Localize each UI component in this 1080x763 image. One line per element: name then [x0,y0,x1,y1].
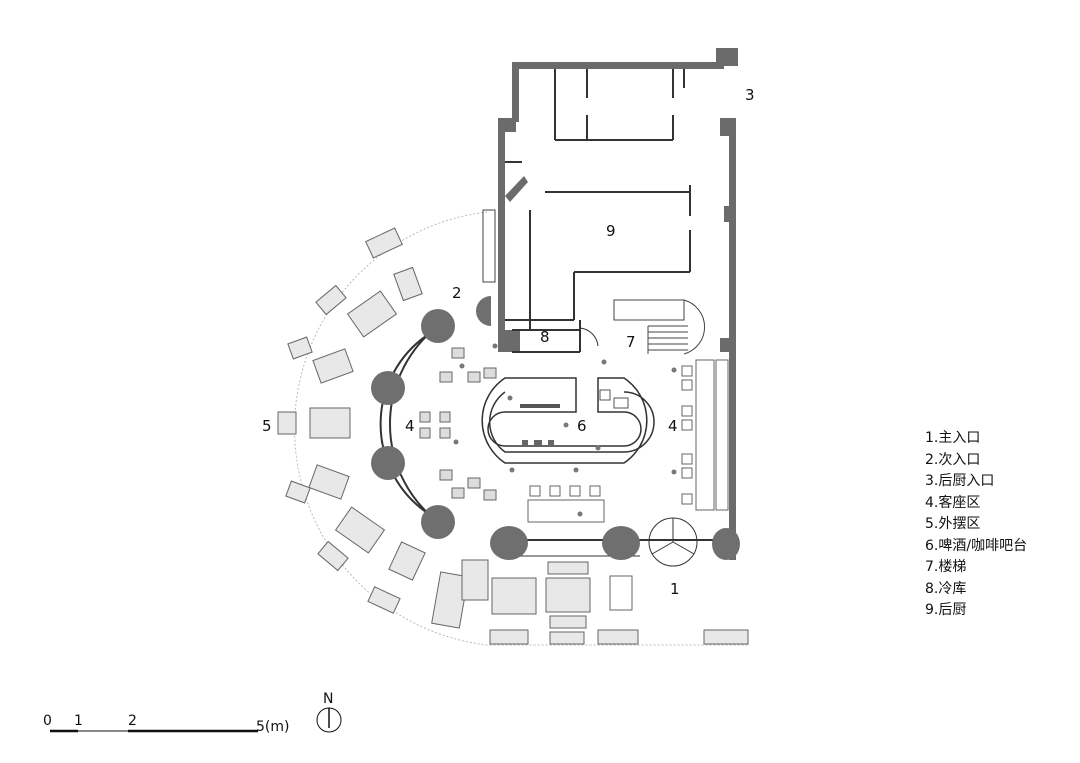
north-arrow-icon: N [316,691,342,733]
legend-item: 3.后厨入口 [925,473,995,489]
label-5: 5 [262,417,272,435]
label-2: 2 [452,284,462,302]
legend-item: 7.楼梯 [925,559,967,575]
seating-ring [379,325,439,523]
legend: 1.主入口 2.次入口 3.后厨入口 4.客座区 5.外摆区 6.啤酒/咖啡吧台… [925,428,1027,622]
side-window [482,209,496,283]
label-4-right: 4 [668,417,678,435]
front-seating [527,485,605,523]
columns [371,296,740,560]
label-7: 7 [626,333,636,351]
pendant-dots [453,343,677,517]
bar-equipment [522,389,629,445]
legend-item: 4.客座区 [925,494,981,511]
bar-shelf [520,404,560,408]
ring-chairs [419,347,497,501]
scale-tick-0: 0 [43,713,52,729]
label-6: 6 [577,417,587,435]
legend-item: 8.冷库 [925,580,967,597]
revolving-door [648,517,698,567]
legend-item: 9.后厨 [925,602,967,618]
kitchen-walls [498,48,738,560]
legend-item: 5.外摆区 [925,516,981,532]
label-4-left: 4 [405,417,415,435]
outdoor-seating-left [277,227,489,629]
label-8: 8 [540,328,550,346]
legend-item: 6.啤酒/咖啡吧台 [925,537,1028,554]
north-label: N [323,691,333,707]
label-3: 3 [745,86,755,104]
bar-counter [481,377,655,464]
scale-tick-5: 5(m) [256,719,289,735]
kitchen-partitions [505,69,691,353]
scale-tick-2: 2 [128,713,137,729]
cold-room-door [579,327,599,347]
staircase [613,299,706,355]
outdoor-seating-front [489,561,749,645]
label-9: 9 [606,222,616,240]
legend-item: 2.次入口 [925,451,981,468]
legend-item: 1.主入口 [925,430,981,446]
label-1: 1 [670,580,680,598]
scale-bar: 0 1 2 5(m) [43,713,289,735]
right-wall-seating [681,359,729,511]
scale-tick-1: 1 [74,713,83,729]
